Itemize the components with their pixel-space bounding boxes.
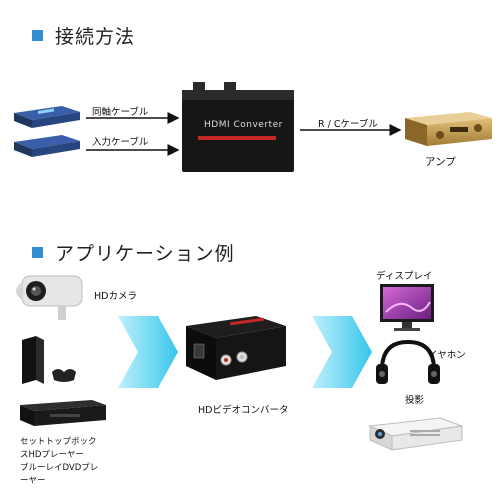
game-console-icon — [22, 336, 76, 384]
section1-heading: 接続方法 — [32, 22, 135, 49]
input-cable-label: 入力ケーブル — [92, 137, 149, 148]
hdmi-converter-icon — [182, 82, 294, 172]
section1-heading-text: 接続方法 — [55, 26, 136, 48]
hd-video-converter-icon — [186, 316, 286, 380]
hd-camera-label: HDカメラ — [94, 291, 137, 302]
set-top-box-icon-bottom — [14, 135, 80, 157]
cyan-arrow-right — [312, 316, 372, 388]
amplifier-icon — [405, 112, 492, 146]
converter-title-label: HDMI Converter — [204, 120, 283, 130]
source-caption-line: セットトップボック — [20, 437, 97, 447]
bluray-player-icon — [20, 400, 106, 426]
projector-label: 投影 — [405, 395, 425, 406]
source-caption-line: ーヤー — [20, 476, 46, 486]
source-devices-caption: セットトップボック スHDプレーヤー ブルーレイDVDプレ ーヤー — [20, 436, 98, 488]
headphones-icon — [376, 339, 440, 384]
projector-icon — [368, 417, 463, 451]
section2-heading-text: アプリケーション例 — [55, 243, 235, 265]
earphone-label: イヤホン — [428, 350, 466, 361]
display-label: ディスプレイ — [376, 271, 433, 282]
source-caption-line: ブルーレイDVDプレ — [20, 463, 99, 473]
cyan-arrow-left — [118, 316, 178, 388]
amp-label: アンプ — [425, 156, 456, 168]
heading-square-icon-2 — [32, 247, 43, 258]
display-icon — [380, 284, 434, 331]
section2-heading: アプリケーション例 — [32, 239, 235, 266]
rca-cable-label: R / Cケーブル — [318, 119, 378, 130]
coax-cable-label: 同軸ケーブル — [92, 107, 149, 118]
hd-video-converter-label: HDビデオコンバータ — [198, 405, 289, 416]
set-top-box-icon-top — [14, 106, 80, 128]
hd-camera-icon — [16, 275, 83, 320]
source-caption-line: スHDプレーヤー — [20, 450, 84, 460]
heading-square-icon — [32, 30, 43, 41]
